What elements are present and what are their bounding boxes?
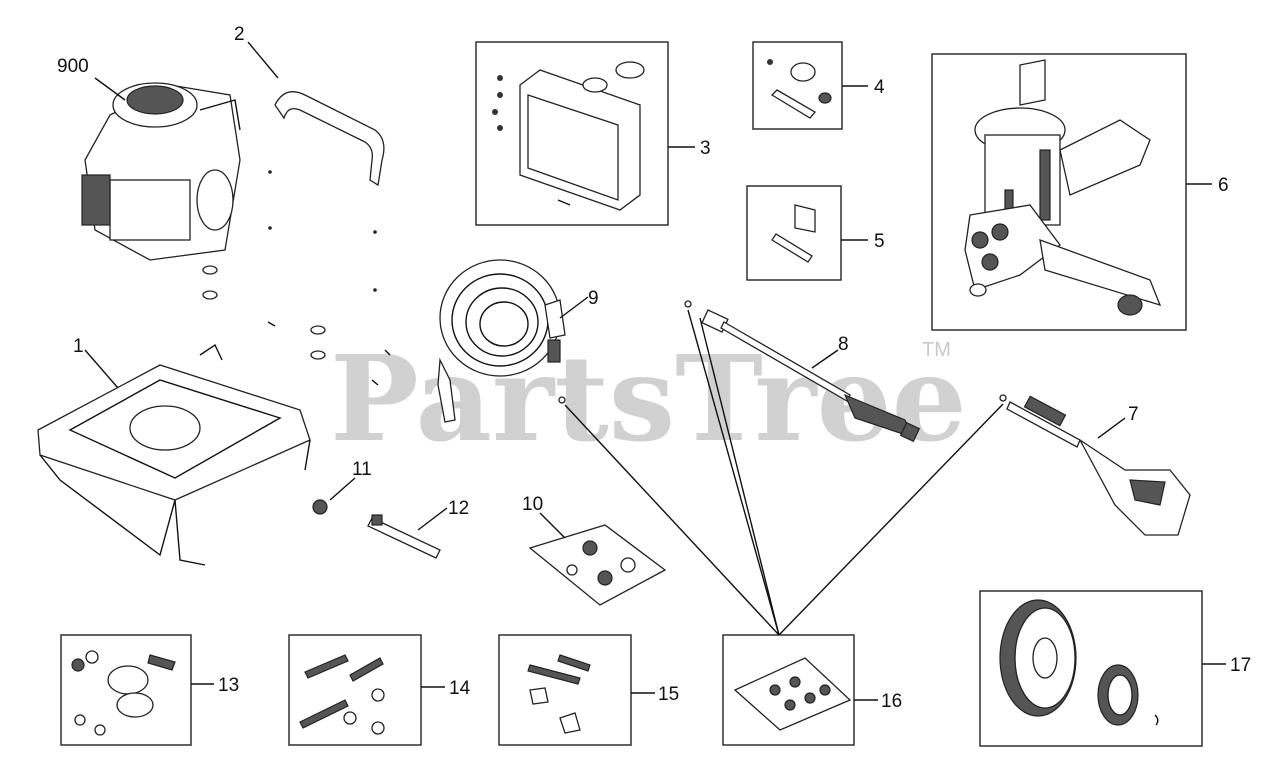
watermark-text: PartsTree [330,329,967,468]
callout-12[interactable]: 12 [448,498,469,519]
part-16-nozzles[interactable] [733,657,852,731]
callout-17[interactable]: 17 [1230,655,1251,676]
callout-6[interactable]: 6 [1218,175,1229,196]
callout-13[interactable]: 13 [218,675,239,696]
leader-2 [247,41,279,79]
part-4-box [752,41,843,130]
leader-7 [1097,417,1126,439]
callout-7[interactable]: 7 [1128,404,1139,425]
leader-10 [539,512,566,539]
callout-8[interactable]: 8 [838,334,849,355]
callout-15[interactable]: 15 [658,684,679,705]
part-2-handle[interactable] [202,91,391,386]
part-1-frame[interactable] [37,343,311,566]
callout-3[interactable]: 3 [700,138,711,159]
leader-8 [811,349,839,369]
callout-10[interactable]: 10 [522,494,543,515]
part-5-box [746,185,842,281]
leader-900 [94,77,126,101]
leader-9 [559,296,589,319]
watermark-trademark: TM [922,339,951,361]
part-3-panel[interactable] [492,61,645,211]
part-10-bag[interactable] [528,524,667,606]
part-9-hose[interactable] [437,259,566,423]
part-7-gun[interactable] [999,394,1191,536]
part-4-fittings[interactable] [767,59,832,119]
callout-5[interactable]: 5 [874,231,885,252]
callout-4[interactable]: 4 [874,77,885,98]
leader-fan-16 [564,309,1004,636]
callout-900[interactable]: 900 [57,56,89,77]
part-8-lance[interactable] [684,300,921,443]
part-900-engine[interactable] [81,82,241,261]
callout-16[interactable]: 16 [881,691,902,712]
part-5-clip[interactable] [771,204,816,263]
part-14-box [288,634,422,746]
part-6-pump[interactable] [964,59,1162,316]
part-12-axle[interactable] [367,514,441,559]
part-15-bolts[interactable] [527,654,591,734]
leader-1 [84,349,119,389]
callout-1[interactable]: 1 [73,336,84,357]
callout-11[interactable]: 11 [352,459,372,480]
callout-2[interactable]: 2 [234,24,245,45]
part-17-wheel[interactable] [999,599,1159,726]
part-13-hardware[interactable] [71,650,176,736]
part-11-nut[interactable] [312,499,328,515]
part-14-bolts[interactable] [299,654,385,735]
callout-14[interactable]: 14 [449,678,471,699]
leader-12 [417,507,448,531]
callout-9[interactable]: 9 [588,288,599,309]
leader-11 [329,477,356,501]
watermark: PartsTree TM [330,329,967,468]
